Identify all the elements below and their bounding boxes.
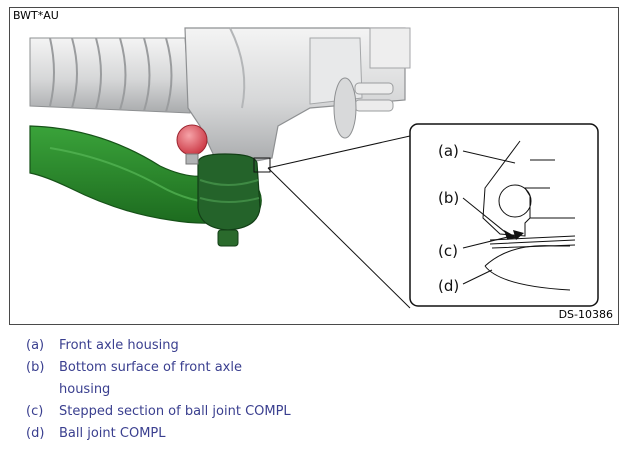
detail-label-c: (c) bbox=[438, 242, 458, 260]
legend-item: (d) Ball joint COMPL bbox=[26, 423, 586, 445]
legend-item: (b) Bottom surface of front axle housing bbox=[26, 357, 586, 401]
detail-leader-line bbox=[267, 135, 411, 169]
legend-text: Stepped section of ball joint COMPL bbox=[59, 404, 291, 419]
detail-label-d: (d) bbox=[438, 277, 459, 295]
legend-key: (d) bbox=[26, 426, 45, 441]
legend-text: Ball joint COMPL bbox=[59, 426, 166, 441]
legend-key: (b) bbox=[26, 360, 45, 375]
detail-leader-line bbox=[267, 167, 411, 309]
detail-callout: (a) (b) (c) (d) bbox=[409, 123, 599, 307]
detail-label-a: (a) bbox=[438, 142, 459, 160]
legend-key: (a) bbox=[26, 338, 45, 353]
driveshaft-boot bbox=[29, 37, 191, 114]
detail-focus-box bbox=[253, 157, 271, 173]
legend-item: (c) Stepped section of ball joint COMPL bbox=[26, 401, 586, 423]
legend-key: (c) bbox=[26, 404, 44, 419]
front-axle-housing bbox=[184, 27, 411, 164]
legend-item: (a) Front axle housing bbox=[26, 335, 586, 357]
figure-code-bottom: DS-10386 bbox=[558, 308, 613, 321]
legend-text: Front axle housing bbox=[59, 338, 179, 353]
suspension-illustration: (a) (b) (c) (d) bbox=[29, 27, 599, 309]
mounting-bolt bbox=[176, 124, 208, 165]
figure-code-top: BWT*AU bbox=[13, 9, 59, 22]
ball-joint bbox=[197, 153, 261, 247]
detail-label-b: (b) bbox=[438, 189, 459, 207]
legend-list: (a) Front axle housing (b) Bottom surfac… bbox=[26, 335, 586, 445]
illustration-frame: (a) (b) (c) (d) BWT*AU DS-10386 bbox=[9, 7, 619, 325]
legend-text: Bottom surface of front axle housing bbox=[59, 360, 242, 397]
